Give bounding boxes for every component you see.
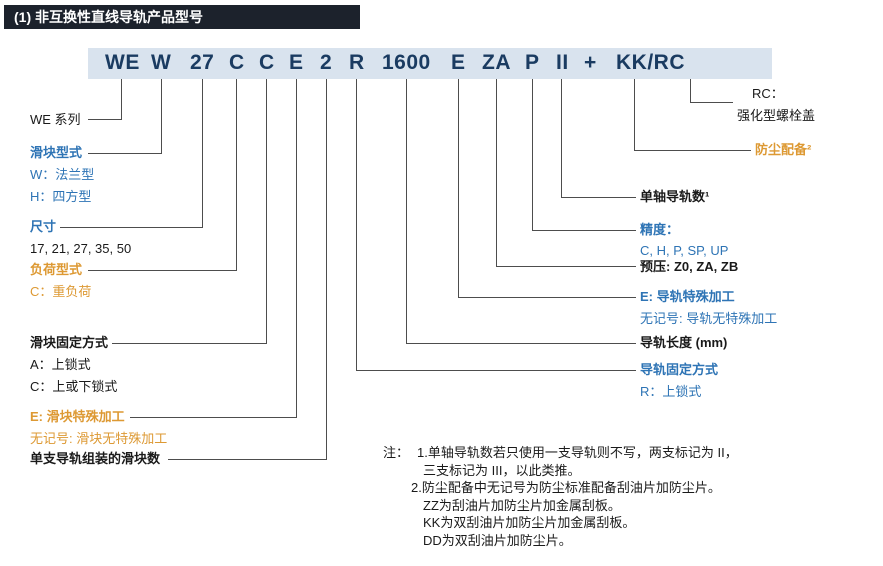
code-segment-precision: P: [525, 51, 540, 74]
connector-size-v: [202, 79, 203, 227]
connector-precision-v: [532, 79, 533, 230]
connector-preload-h: [496, 266, 636, 267]
connector-rail-fixing-v: [356, 79, 357, 370]
label-series: WE 系列: [30, 112, 81, 127]
connector-rail-count-v: [561, 79, 562, 197]
connector-dust-v: [634, 79, 635, 150]
connector-rail-special-h: [458, 297, 636, 298]
label-rail-length: 导轨长度 (mm): [640, 335, 728, 350]
connector-slider-type-h: [88, 153, 162, 154]
notes-block: 注： 1.单轴导轨数若只使用一支导轨则不写，两支标记为 II， 三支标记为 III…: [383, 444, 738, 549]
connector-rail-length-v: [406, 79, 407, 343]
code-segment-plus: +: [584, 51, 597, 74]
code-segment-rail-count: II: [556, 51, 569, 74]
label-rail-special-none: 无记号: 导轨无特殊加工: [640, 311, 778, 326]
model-code-band: [88, 48, 772, 79]
connector-rail-special-v: [458, 79, 459, 297]
connector-rc-h: [690, 102, 733, 103]
label-slider-type-w: W：法兰型: [30, 167, 95, 182]
connector-slider-count-v: [326, 79, 327, 459]
connector-precision-h: [532, 230, 636, 231]
connector-load-type-v: [236, 79, 237, 270]
page-title: (1) 非互换性直线导轨产品型号: [4, 5, 360, 29]
code-segment-slider-count: 2: [320, 51, 333, 74]
code-segment-slider-special: E: [289, 51, 304, 74]
note-line-6: DD为双刮油片加防尘片。: [423, 532, 572, 548]
label-rail-fixing-title: 导轨固定方式: [640, 362, 719, 377]
connector-slider-type-v: [161, 79, 162, 153]
label-precision-title: 精度：: [640, 222, 680, 237]
label-size-title: 尺寸: [30, 219, 57, 234]
label-rc-desc: 强化型螺栓盖: [737, 108, 816, 123]
connector-series-h: [88, 119, 122, 120]
code-segment-preload: ZA: [482, 51, 511, 74]
code-segment-slider-type: W: [151, 51, 172, 74]
code-segment-rail-special: E: [451, 51, 466, 74]
code-segment-series: WE: [105, 51, 140, 74]
connector-series-v: [121, 79, 122, 119]
label-slider-count: 单支导轨组装的滑块数: [30, 451, 161, 466]
note-line-4: ZZ为刮油片加防尘片加金属刮板。: [423, 497, 621, 513]
connector-slider-special-v: [296, 79, 297, 417]
label-rail-count: 单轴导轨数¹: [640, 189, 710, 204]
connector-preload-v: [496, 79, 497, 266]
code-segment-rail-length: 1600: [382, 51, 431, 74]
label-rail-special-title: E: 导轨特殊加工: [640, 289, 735, 304]
connector-slider-count-h: [168, 459, 327, 460]
code-segment-rail-fixing: R: [349, 51, 365, 74]
connector-rail-fixing-h: [356, 370, 636, 371]
label-rail-fixing-r: R：上锁式: [640, 384, 702, 399]
label-preload: 预压: Z0, ZA, ZB: [640, 259, 739, 274]
note-line-3: 2.防尘配备中无记号为防尘标准配备刮油片加防尘片。: [411, 480, 721, 495]
label-slider-fixing-c: C：上或下锁式: [30, 379, 118, 394]
label-slider-fixing-title: 滑块固定方式: [30, 335, 109, 350]
code-segment-dust-cover: KK/RC: [616, 51, 685, 74]
label-rc-code: RC：: [752, 86, 784, 101]
label-slider-fixing-a: A：上锁式: [30, 357, 91, 372]
label-size-values: 17, 21, 27, 35, 50: [30, 241, 132, 256]
code-segment-slider-fixing: C: [259, 51, 275, 74]
connector-rail-count-h: [561, 197, 636, 198]
connector-slider-fixing-v: [266, 79, 267, 343]
code-segment-size: 27: [190, 51, 215, 74]
connector-slider-special-h: [130, 417, 297, 418]
label-slider-special-title: E: 滑块特殊加工: [30, 409, 125, 424]
connector-load-type-h: [88, 270, 237, 271]
label-slider-special-none: 无记号: 滑块无特殊加工: [30, 431, 168, 446]
note-line-1-text: 1.单轴导轨数若只使用一支导轨则不写，两支标记为 II，: [417, 445, 738, 460]
label-dust-equipment: 防尘配备²: [755, 142, 812, 157]
note-prefix: 注：: [383, 445, 410, 460]
label-precision-values: C, H, P, SP, UP: [640, 243, 729, 258]
label-load-type-value: C：重负荷: [30, 284, 92, 299]
note-line-5: KK为双刮油片加防尘片加金属刮板。: [423, 515, 636, 530]
connector-dust-h: [634, 150, 751, 151]
connector-size-h: [60, 227, 203, 228]
code-segment-load-type: C: [229, 51, 245, 74]
connector-slider-fixing-h: [112, 343, 267, 344]
note-line-2: 三支标记为 III，以此类推。: [423, 462, 581, 478]
connector-rail-length-h: [406, 343, 636, 344]
connector-rc-v: [690, 79, 691, 102]
label-slider-type-h: H：四方型: [30, 189, 92, 204]
label-load-type-title: 负荷型式: [30, 262, 83, 277]
note-line-1: 注： 1.单轴导轨数若只使用一支导轨则不写，两支标记为 II，: [383, 444, 738, 462]
label-slider-type-title: 滑块型式: [30, 145, 83, 160]
